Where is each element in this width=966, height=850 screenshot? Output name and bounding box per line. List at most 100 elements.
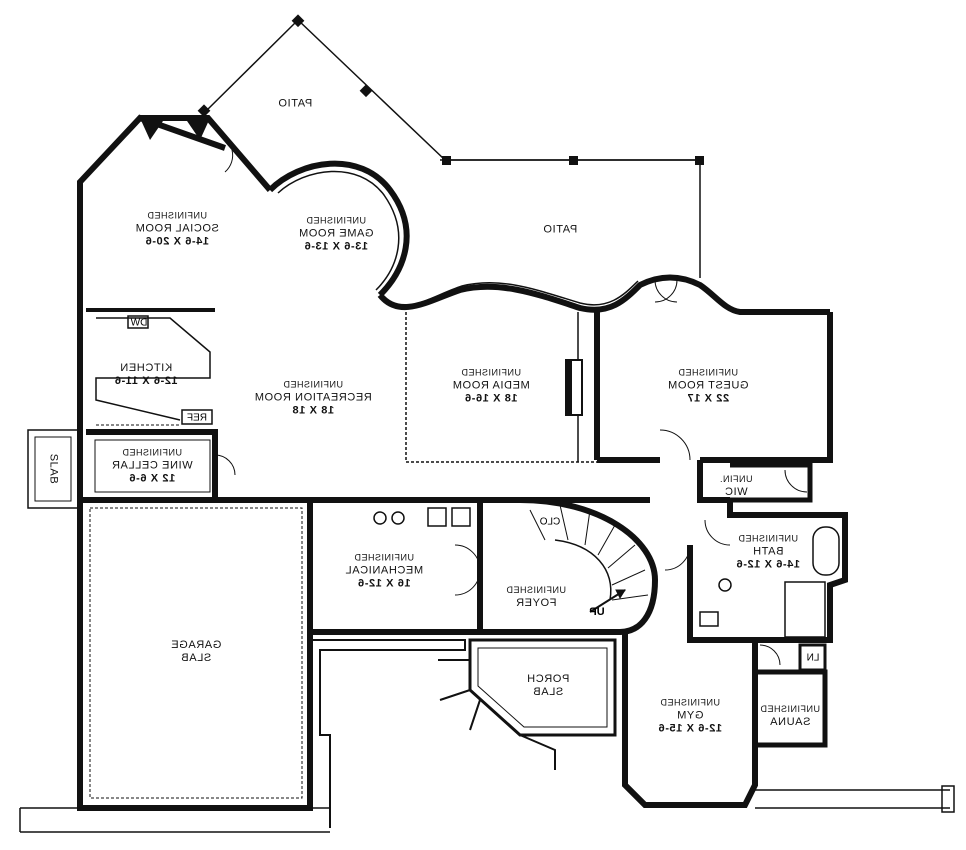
guest-east-wall xyxy=(700,312,833,463)
refrigerator xyxy=(181,409,213,425)
gym-status: UNFINISHED xyxy=(660,697,721,708)
gym-name: GYM xyxy=(676,709,704,722)
door-swing-social xyxy=(224,149,234,173)
game-status: UNFINISHED xyxy=(305,215,367,226)
guest-name: GUEST ROOM xyxy=(667,379,749,392)
guest-dims: 22 X 17 xyxy=(686,392,730,405)
label-bath: UNFINISHED BATH 14-6 X 12-6 xyxy=(736,533,800,572)
patio-top-name: PATIO xyxy=(277,97,313,110)
sink xyxy=(718,578,732,592)
bath-west-wall xyxy=(687,545,760,643)
slab-side-name: SLAB xyxy=(47,453,60,485)
foyer-name: FOYER xyxy=(515,597,557,609)
bath-name: BATH xyxy=(752,545,784,558)
game-room-curve xyxy=(267,160,410,298)
dishwasher xyxy=(127,315,149,329)
door-swing-guest xyxy=(654,279,678,303)
recreation-status: UNFINISHED xyxy=(282,379,344,390)
wic-wall xyxy=(730,462,813,503)
mechanical-status: UNFINISHED xyxy=(354,552,415,563)
door-swing-mech-2 xyxy=(454,569,481,596)
slab-side-inner xyxy=(34,436,72,502)
social-status: UNFINISHED xyxy=(146,210,208,221)
kitchen-dims: 12-6 X 11-6 xyxy=(114,375,178,387)
label-foyer: UNFINISHED FOYER xyxy=(506,584,566,610)
recreation-dims: 18 X 18 xyxy=(291,404,335,417)
wic-status: UNFIN. xyxy=(719,474,753,484)
media-name: MEDIA ROOM xyxy=(452,379,530,392)
shower xyxy=(784,581,826,638)
recreation-name: RECREATION ROOM xyxy=(254,391,372,404)
stair-arrow-head xyxy=(615,589,626,600)
stair-inner xyxy=(554,539,612,601)
tag-up: UP xyxy=(589,606,605,618)
wine-cellar-inner xyxy=(94,439,211,493)
sauna-status: UNFINISHED xyxy=(759,704,821,714)
gym-wall xyxy=(622,632,758,808)
label-media-room: UNFINISHED MEDIA ROOM 18 X 16-6 xyxy=(452,367,530,406)
furnace-1 xyxy=(427,507,447,527)
label-slab-side: SLAB xyxy=(47,454,60,485)
tag-dw: DW xyxy=(130,317,148,329)
wine-status: UNFINISHED xyxy=(122,447,183,458)
mechanical-dims: 16 X 12-6 xyxy=(357,577,411,590)
label-gym: UNFINISHED GYM 12-6 X 15-6 xyxy=(658,697,722,736)
toilet xyxy=(699,611,719,627)
porch-inner xyxy=(477,647,608,728)
porch-outline xyxy=(468,638,617,737)
furnace-2 xyxy=(451,507,471,527)
game-dims: 13-6 X 13-6 xyxy=(303,240,369,253)
corridor-wall-east xyxy=(697,460,730,503)
tag-ref: REF xyxy=(187,412,207,424)
label-mechanical: UNFINISHED MECHANICAL 16 X 12-6 xyxy=(345,552,423,591)
mechanical-name: MECHANICAL xyxy=(344,564,424,577)
porch-name2: SLAB xyxy=(532,686,564,698)
slab-side xyxy=(27,429,79,509)
door-swing-bath xyxy=(704,519,731,546)
wic-name: WIC xyxy=(724,486,748,498)
door-swing-guest-south xyxy=(659,429,691,461)
garage-inner xyxy=(89,507,303,799)
porch-name: PORCH xyxy=(526,673,570,685)
label-patio-top: PATIO xyxy=(278,98,312,111)
label-sauna: UNFINISHED SAUNA xyxy=(760,703,820,729)
porch-diag xyxy=(439,689,556,770)
wine-dims: 12 X 6-6 xyxy=(128,472,176,485)
label-porch: PORCH SLAB xyxy=(527,673,570,699)
garage-name2: SLAB xyxy=(180,652,212,664)
door-swing-wine xyxy=(214,454,236,476)
social-dims: 14-6 X 20-6 xyxy=(144,235,210,248)
foyer-status: UNFINISHED xyxy=(505,585,567,595)
label-social-room: UNFINISHED SOCIAL ROOM 14-6 X 20-6 xyxy=(135,210,219,249)
door-swing-wic xyxy=(784,469,808,493)
patio-top-outline xyxy=(204,18,446,161)
label-kitchen: KITCHEN 12-6 X 11-6 xyxy=(114,362,177,388)
wavy-wall xyxy=(377,274,830,315)
kitchen-name: KITCHEN xyxy=(119,362,173,374)
water-heater-1 xyxy=(373,511,387,525)
bathtub xyxy=(812,526,840,576)
bath-status: UNFINISHED xyxy=(738,533,799,544)
exterior-wall-west xyxy=(77,114,226,808)
media-status: UNFINISHED xyxy=(460,367,522,378)
label-wine-cellar: UNFINISHED WINE CELLAR 12 X 6-6 xyxy=(111,447,192,486)
wine-name: WINE CELLAR xyxy=(111,459,193,472)
stair-outer xyxy=(519,497,659,635)
social-name: SOCIAL ROOM xyxy=(135,222,219,235)
gym-dims: 12-6 X 15-6 xyxy=(657,722,723,735)
bath-wall xyxy=(727,500,848,643)
gym-post xyxy=(941,785,955,813)
column-markers xyxy=(140,14,704,415)
door-swing-gym xyxy=(664,544,691,571)
label-patio-main: PATIO xyxy=(543,224,577,237)
kitchen-counter xyxy=(95,317,211,421)
door-swing-guest-2 xyxy=(654,279,678,303)
guest-status: UNFINISHED xyxy=(677,367,739,378)
label-wic: UNFIN. WIC xyxy=(720,473,753,499)
porch-left-step xyxy=(310,639,466,828)
label-recreation-room: UNFINISHED RECREATION ROOM 18 X 18 xyxy=(254,379,372,418)
sauna-wall xyxy=(755,669,828,748)
game-room-curve-inner xyxy=(277,170,400,291)
label-game-room: UNFINISHED GAME ROOM 13-6 X 13-6 xyxy=(298,215,373,254)
